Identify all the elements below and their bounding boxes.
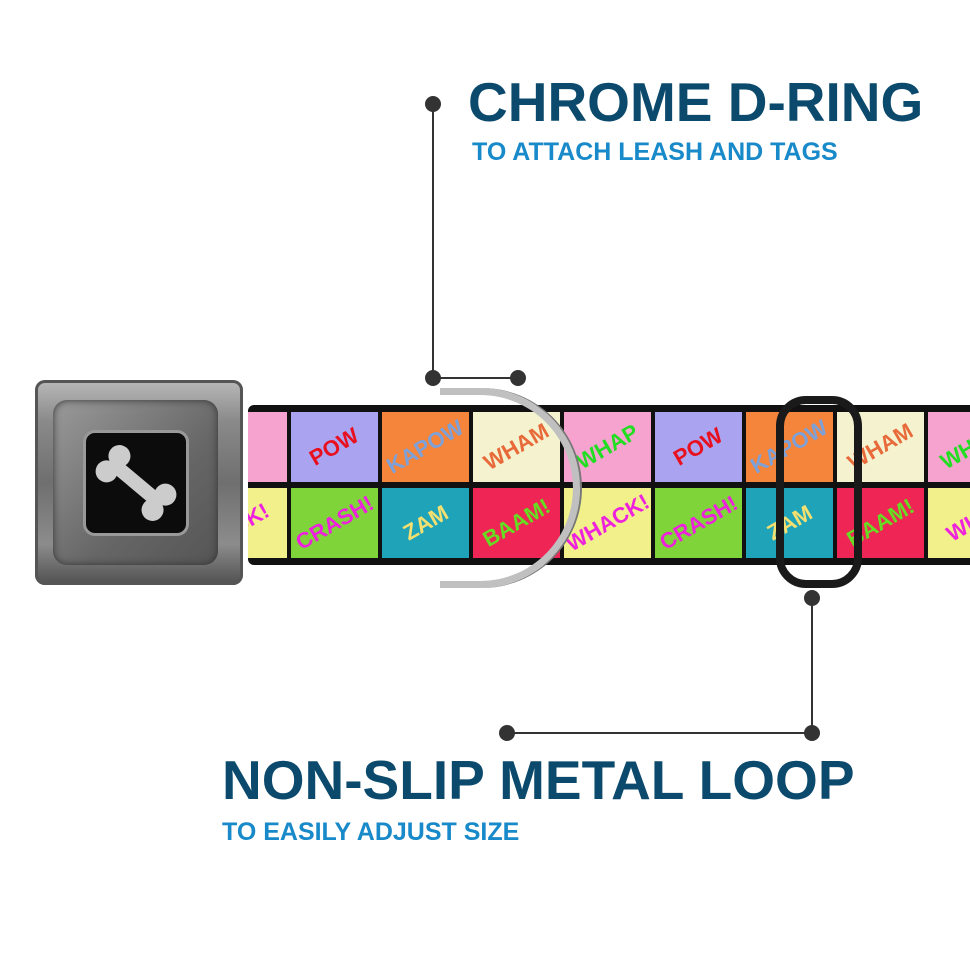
pattern-tile: POW [655, 412, 742, 482]
pattern-word: WHA [942, 498, 970, 547]
leader-dot [510, 370, 526, 386]
pattern-tile: ACK! [248, 488, 287, 558]
pattern-word: CRASH! [291, 490, 378, 555]
pattern-word: POW [669, 422, 728, 471]
leader-dot [425, 370, 441, 386]
d-ring-subtitle: TO ATTACH LEASH AND TAGS [472, 138, 838, 166]
buckle-face [83, 430, 189, 536]
bone-icon [95, 445, 177, 521]
pattern-tile: WHAP [928, 412, 970, 482]
pattern-word: WHAP [571, 418, 643, 475]
seatbelt-buckle [35, 380, 243, 585]
metal-loop-title: NON-SLIP METAL LOOP [222, 749, 855, 811]
pattern-word: CRASH! [655, 490, 742, 555]
pattern-tile [248, 412, 287, 482]
pattern-tile: CRASH! [655, 488, 742, 558]
leader-vertical [432, 104, 434, 378]
pattern-tile: CRASH! [291, 488, 378, 558]
leader-horizontal [507, 732, 812, 734]
pattern-tile: WHA [928, 488, 970, 558]
pattern-tile: POW [291, 412, 378, 482]
leader-horizontal [433, 377, 518, 379]
pattern-word: POW [305, 422, 364, 471]
d-ring-title: CHROME D-RING [468, 71, 924, 133]
pattern-word: WHAP [935, 418, 970, 475]
pattern-tile: BAAM! [837, 488, 924, 558]
metal-loop [776, 396, 862, 588]
pattern-tile: ZAM [746, 488, 833, 558]
leader-dot [804, 725, 820, 741]
metal-loop-subtitle: TO EASILY ADJUST SIZE [222, 818, 520, 846]
pattern-word: ACK! [248, 497, 274, 548]
leader-dot [499, 725, 515, 741]
leader-vertical [811, 598, 813, 733]
